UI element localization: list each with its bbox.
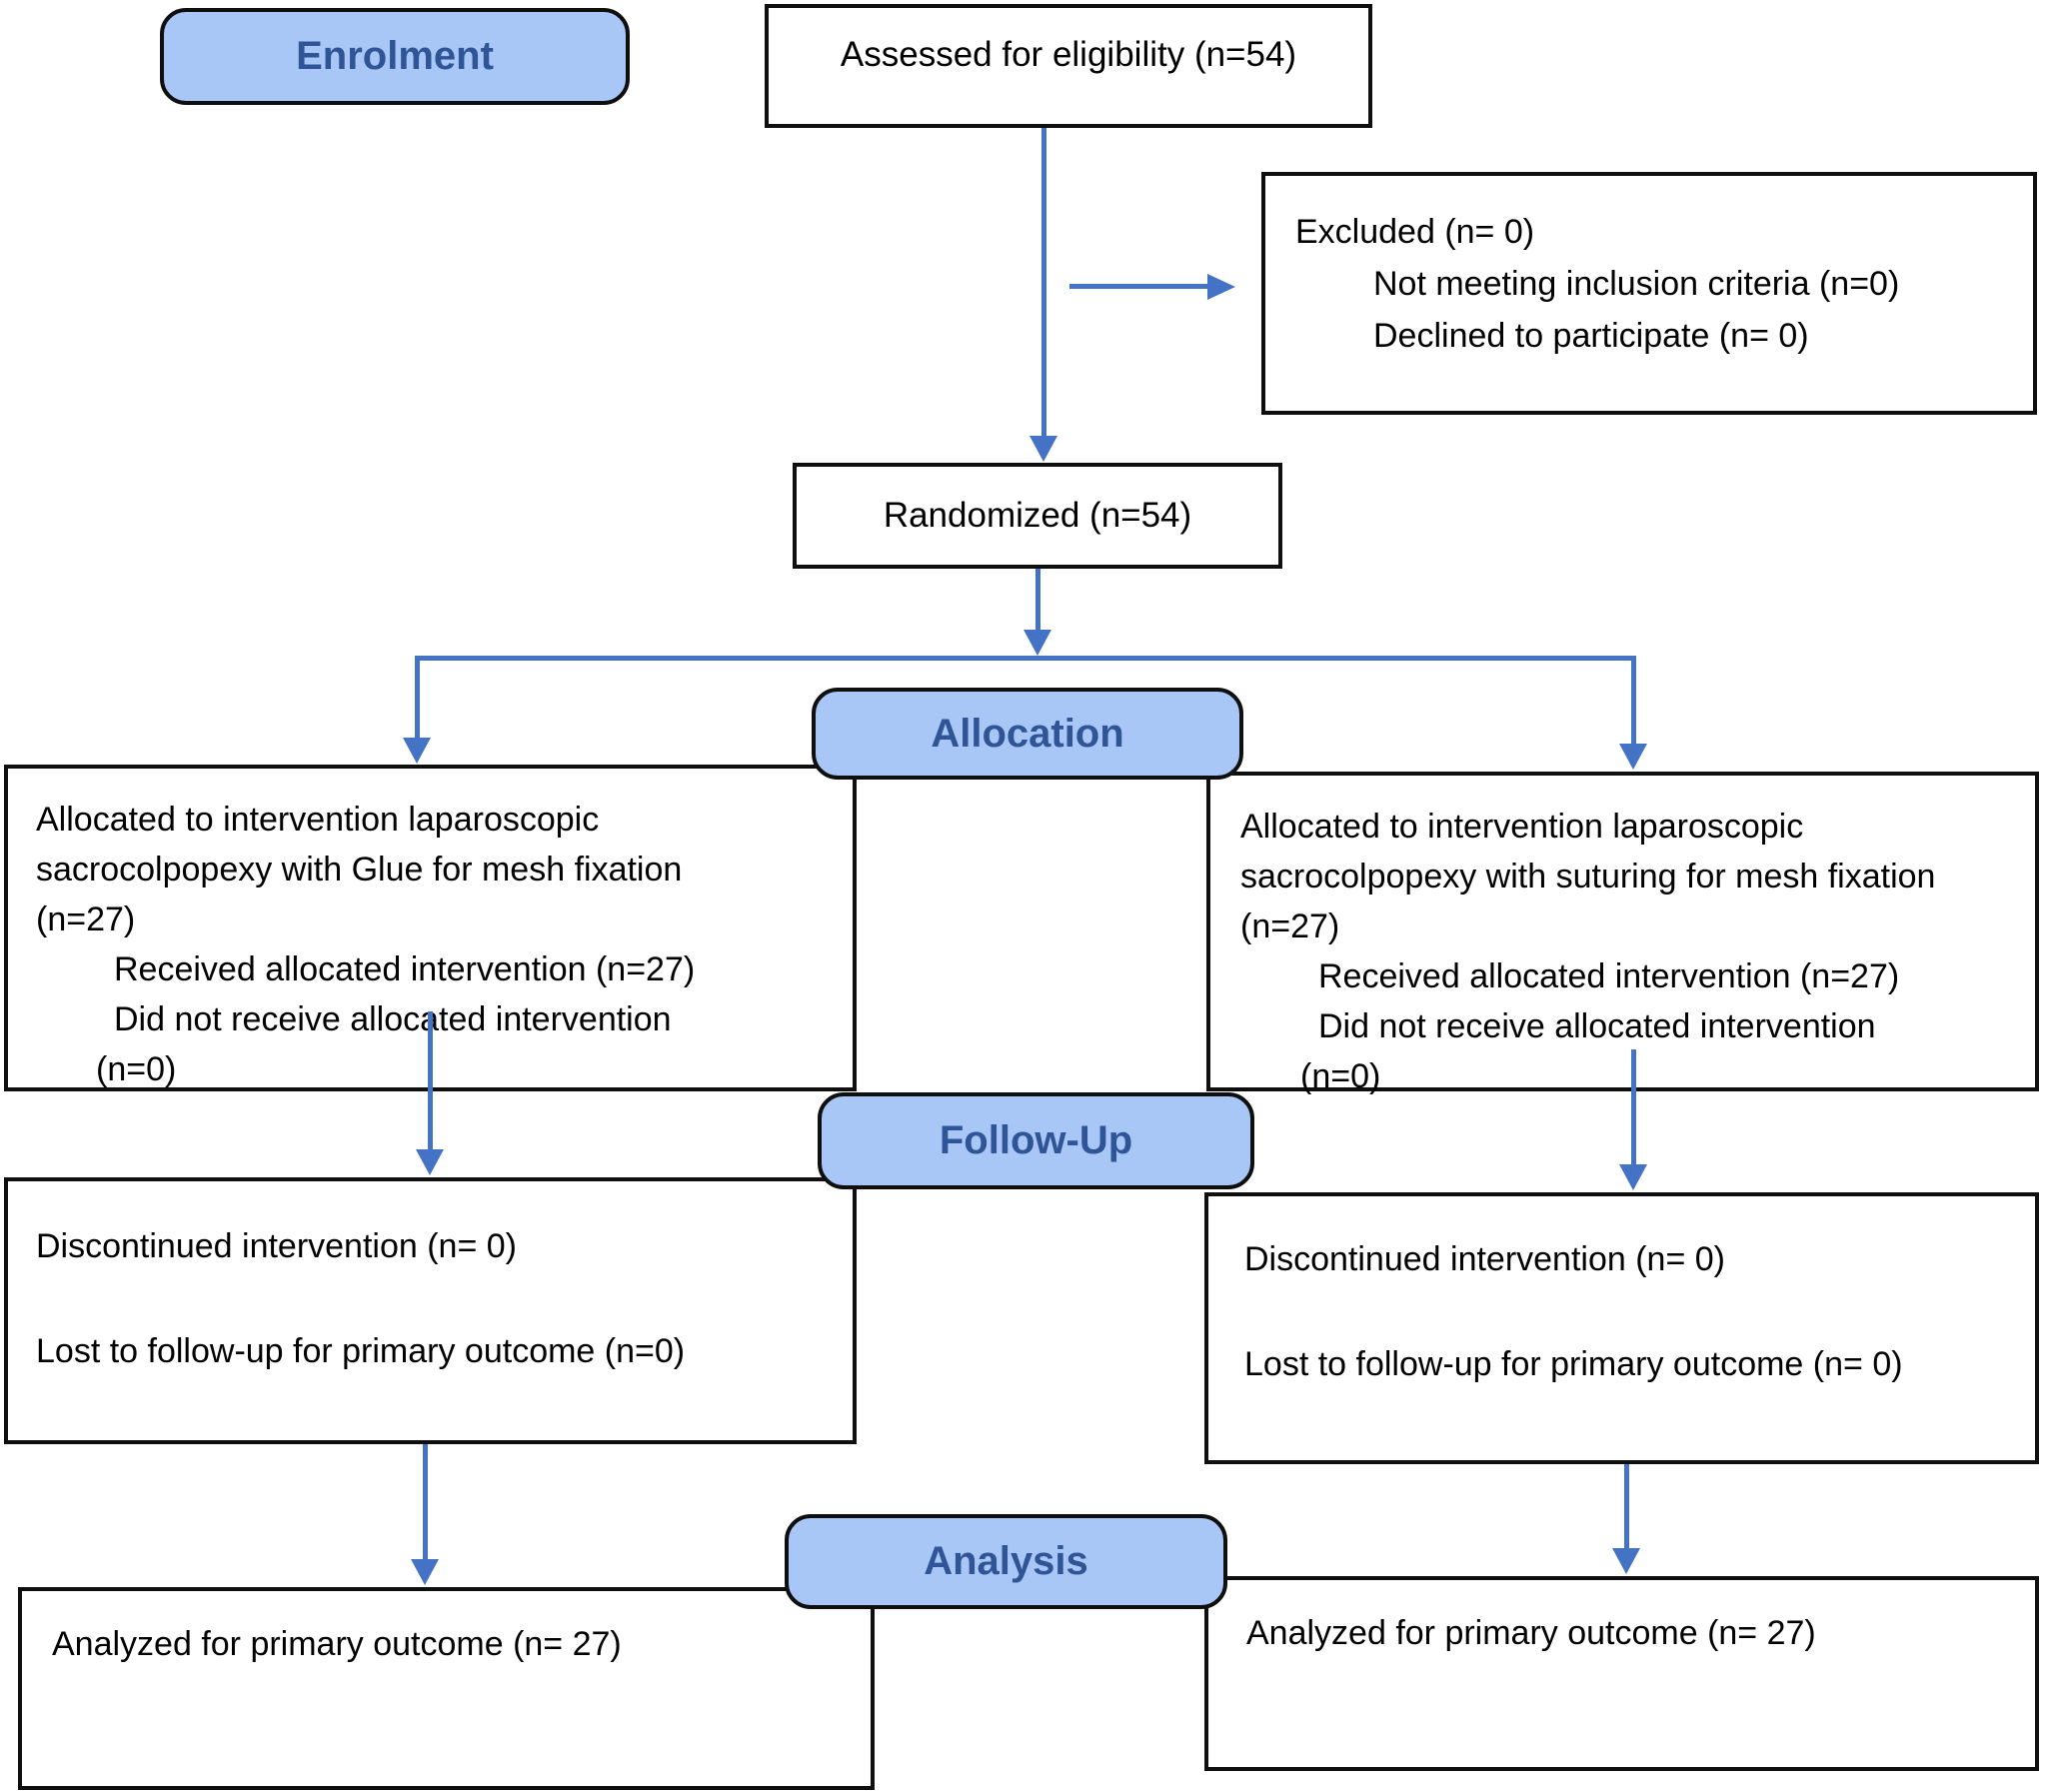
analyzed-right-text: Analyzed for primary outcome (n= 27): [1246, 1614, 1816, 1652]
arrowhead-down-icon: [1029, 436, 1057, 462]
box-followup-suturing: Discontinued intervention (n= 0) Lost to…: [1204, 1192, 2039, 1464]
alloc-right-line: Allocated to intervention laparoscopic: [1240, 808, 1804, 846]
connector-split-line: [415, 656, 1636, 661]
arrowhead-down-icon: [416, 1149, 444, 1175]
connector-assessed-to-randomized: [1041, 128, 1046, 438]
alloc-left-line: (n=0): [96, 1050, 177, 1088]
stage-pill-followup: Follow-Up: [818, 1092, 1254, 1189]
arrowhead-down-icon: [403, 738, 431, 764]
excluded-line: Not meeting inclusion criteria (n=0): [1373, 265, 1900, 303]
alloc-left-line: (n=27): [36, 900, 136, 938]
alloc-left-line: sacrocolpopexy with Glue for mesh fixati…: [36, 851, 683, 889]
arrowhead-down-icon: [1619, 744, 1647, 770]
box-analyzed-glue: Analyzed for primary outcome (n= 27): [18, 1587, 875, 1790]
alloc-right-line: (n=0): [1300, 1057, 1381, 1095]
arrowhead-down-icon: [1024, 630, 1051, 656]
followup-right-line: Discontinued intervention (n= 0): [1244, 1240, 1725, 1278]
connector-followup-to-analysis-left: [423, 1444, 428, 1561]
assessed-text: Assessed for eligibility (n=54): [840, 35, 1297, 74]
arrowhead-down-icon: [1612, 1548, 1640, 1574]
followup-right-line: Lost to follow-up for primary outcome (n…: [1244, 1345, 1903, 1383]
connector-split-to-alloc-left: [415, 656, 420, 740]
excluded-line: Declined to participate (n= 0): [1373, 317, 1809, 355]
stage-pill-enrolment-label: Enrolment: [296, 34, 494, 78]
arrowhead-down-icon: [411, 1559, 439, 1585]
box-analyzed-suturing: Analyzed for primary outcome (n= 27): [1204, 1576, 2039, 1771]
stage-pill-followup-label: Follow-Up: [939, 1118, 1133, 1162]
box-allocated-glue: Allocated to intervention laparoscopic s…: [4, 765, 857, 1091]
alloc-right-line: (n=27): [1240, 907, 1340, 945]
stage-pill-enrolment: Enrolment: [160, 8, 630, 105]
box-randomized: Randomized (n=54): [793, 463, 1282, 569]
alloc-left-line: Allocated to intervention laparoscopic: [36, 801, 600, 839]
alloc-left-line: Received allocated intervention (n=27): [114, 950, 696, 988]
connector-alloc-to-followup-left: [428, 1011, 433, 1151]
arrowhead-right-icon: [1207, 274, 1235, 300]
stage-pill-allocation: Allocation: [812, 688, 1243, 780]
followup-left-line: Lost to follow-up for primary outcome (n…: [36, 1332, 686, 1370]
alloc-right-line: Did not receive allocated intervention: [1318, 1007, 1876, 1045]
stage-pill-analysis-label: Analysis: [924, 1539, 1088, 1583]
box-assessed-eligibility: Assessed for eligibility (n=54): [765, 4, 1372, 128]
box-followup-glue: Discontinued intervention (n= 0) Lost to…: [4, 1177, 857, 1444]
stage-pill-allocation-label: Allocation: [931, 711, 1124, 756]
alloc-right-line: Received allocated intervention (n=27): [1318, 957, 1900, 995]
alloc-left-line: Did not receive allocated intervention: [114, 1000, 672, 1038]
arrowhead-down-icon: [1619, 1164, 1647, 1190]
randomized-text: Randomized (n=54): [883, 496, 1192, 535]
connector-split-to-alloc-right: [1631, 656, 1636, 746]
box-allocated-suturing: Allocated to intervention laparoscopic s…: [1206, 772, 2039, 1095]
connector-followup-to-analysis-right: [1624, 1464, 1629, 1550]
analyzed-left-text: Analyzed for primary outcome (n= 27): [52, 1625, 622, 1663]
excluded-line: Excluded (n= 0): [1295, 213, 1535, 251]
followup-left-line: Discontinued intervention (n= 0): [36, 1227, 517, 1265]
connector-to-excluded: [1069, 284, 1207, 289]
alloc-right-line: sacrocolpopexy with suturing for mesh fi…: [1240, 858, 1936, 896]
connector-randomized-to-split: [1035, 569, 1040, 632]
connector-alloc-to-followup-right: [1631, 1049, 1636, 1166]
box-excluded: Excluded (n= 0) Not meeting inclusion cr…: [1261, 172, 2037, 415]
stage-pill-analysis: Analysis: [785, 1514, 1227, 1609]
